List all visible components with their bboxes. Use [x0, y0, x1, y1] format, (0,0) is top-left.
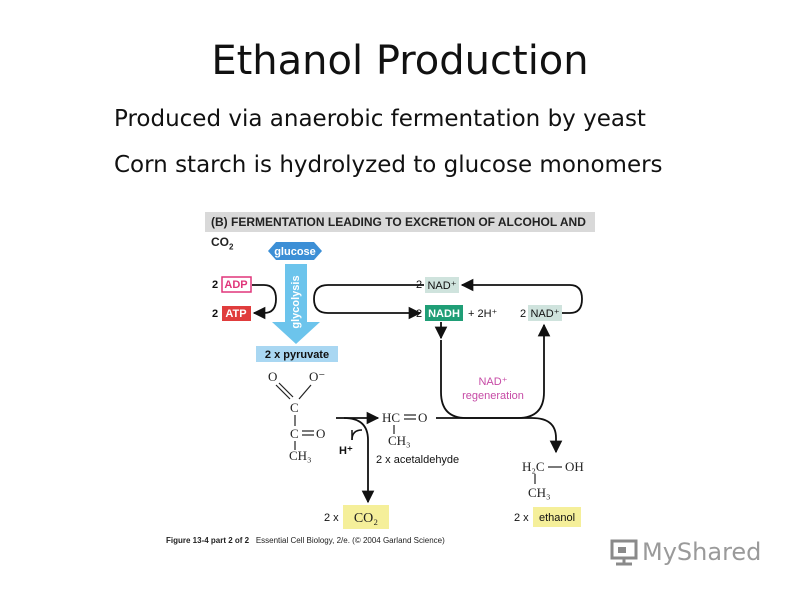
pyruvate-o-minus: O⁻	[309, 369, 325, 384]
acetaldehyde-hc: HC	[382, 410, 400, 425]
diagram-banner: (B) FERMENTATION LEADING TO EXCRETION OF…	[205, 212, 595, 251]
nad-right-box	[528, 305, 562, 321]
ethanol-h2c: H₂C	[522, 459, 545, 474]
ethanol-label: ethanol	[539, 512, 575, 524]
watermark-logo: MyShared	[610, 538, 761, 566]
bullet-anaerobic-fermentation: Produced via anaerobic fermentation by y…	[114, 106, 646, 132]
nadh-box	[425, 305, 463, 321]
bullet-starch-hydrolysis: Corn starch is hydrolyzed to glucose mon…	[114, 152, 663, 178]
ethanol-box	[533, 507, 581, 527]
caption-source: Essential Cell Biology, 2/e. (© 2004 Gar…	[255, 536, 445, 545]
co2-label: CO₂	[354, 511, 378, 526]
glycolysis-label: glycolysis	[290, 275, 302, 328]
acetaldehyde-to-ethanol-arrow	[436, 417, 563, 454]
acetaldehyde-ch3: CH₃	[388, 433, 411, 448]
pyruvate-bond-o-minus	[298, 384, 312, 400]
adp-box	[221, 276, 252, 293]
nad-right-label: NAD⁺	[530, 308, 559, 320]
adp-coefficient: 2	[212, 279, 218, 291]
ethanol-oh: OH	[565, 459, 584, 474]
nad-regeneration-path	[440, 323, 551, 419]
regeneration-nad-label: NAD⁺	[478, 376, 507, 388]
pyruvate-ch3: CH₃	[289, 448, 312, 463]
ethanol-coefficient: 2 x	[514, 512, 529, 524]
logo-text: MyShared	[642, 538, 762, 566]
ethanol-ch3: CH₃	[528, 485, 551, 500]
pyruvate-carbon-2: C	[290, 426, 299, 441]
acetaldehyde-label: 2 x acetaldehyde	[376, 454, 459, 466]
caption-figure: Figure 13-4 part 2 of 2	[166, 536, 250, 545]
nad-top-box	[425, 277, 459, 293]
banner-subscript: 2	[229, 242, 234, 252]
glucose-hexagon	[268, 242, 322, 260]
pyruvate-label: 2 x pyruvate	[265, 349, 329, 361]
banner-text: (B) FERMENTATION LEADING TO EXCRETION OF…	[211, 215, 586, 249]
h-ion-bracket	[351, 429, 363, 441]
pyruvate-box	[256, 346, 338, 362]
h-ion-label: H⁺	[339, 445, 353, 457]
figure-caption: Figure 13-4 part 2 of 2 Essential Cell B…	[166, 536, 445, 545]
regeneration-label: regeneration	[462, 390, 524, 402]
nadh-label: NADH	[428, 308, 460, 320]
nad-right-coefficient: 2	[520, 308, 526, 320]
pyruvate-bond-o-left	[275, 384, 291, 400]
nad-return-loop	[460, 278, 583, 314]
pyruvate-bond-o-left-2	[278, 382, 294, 398]
pyruvate-o-left: O	[268, 369, 277, 384]
projector-screen-icon	[610, 539, 638, 566]
nad-top-label: NAD⁺	[427, 280, 456, 292]
pyruvate-carbon-1: C	[290, 400, 299, 415]
slide-title: Ethanol Production	[211, 38, 589, 84]
adp-to-atp-arrow	[252, 284, 277, 320]
glucose-label: glucose	[274, 246, 316, 258]
glycolysis-arrow	[272, 264, 320, 344]
co2-box	[343, 505, 389, 529]
nad-reduction-loop	[313, 284, 424, 320]
acetaldehyde-o: O	[418, 410, 427, 425]
adp-label: ADP	[224, 279, 247, 291]
co2-release-arrow	[343, 417, 375, 504]
pyruvate-keto-o: O	[316, 426, 325, 441]
atp-label: ATP	[225, 308, 246, 320]
h-plus-label: + 2H⁺	[468, 308, 498, 320]
atp-coefficient: 2	[212, 308, 218, 320]
nadh-coefficient: 2	[416, 308, 422, 320]
co2-coefficient: 2 x	[324, 512, 339, 524]
atp-box	[222, 306, 251, 321]
